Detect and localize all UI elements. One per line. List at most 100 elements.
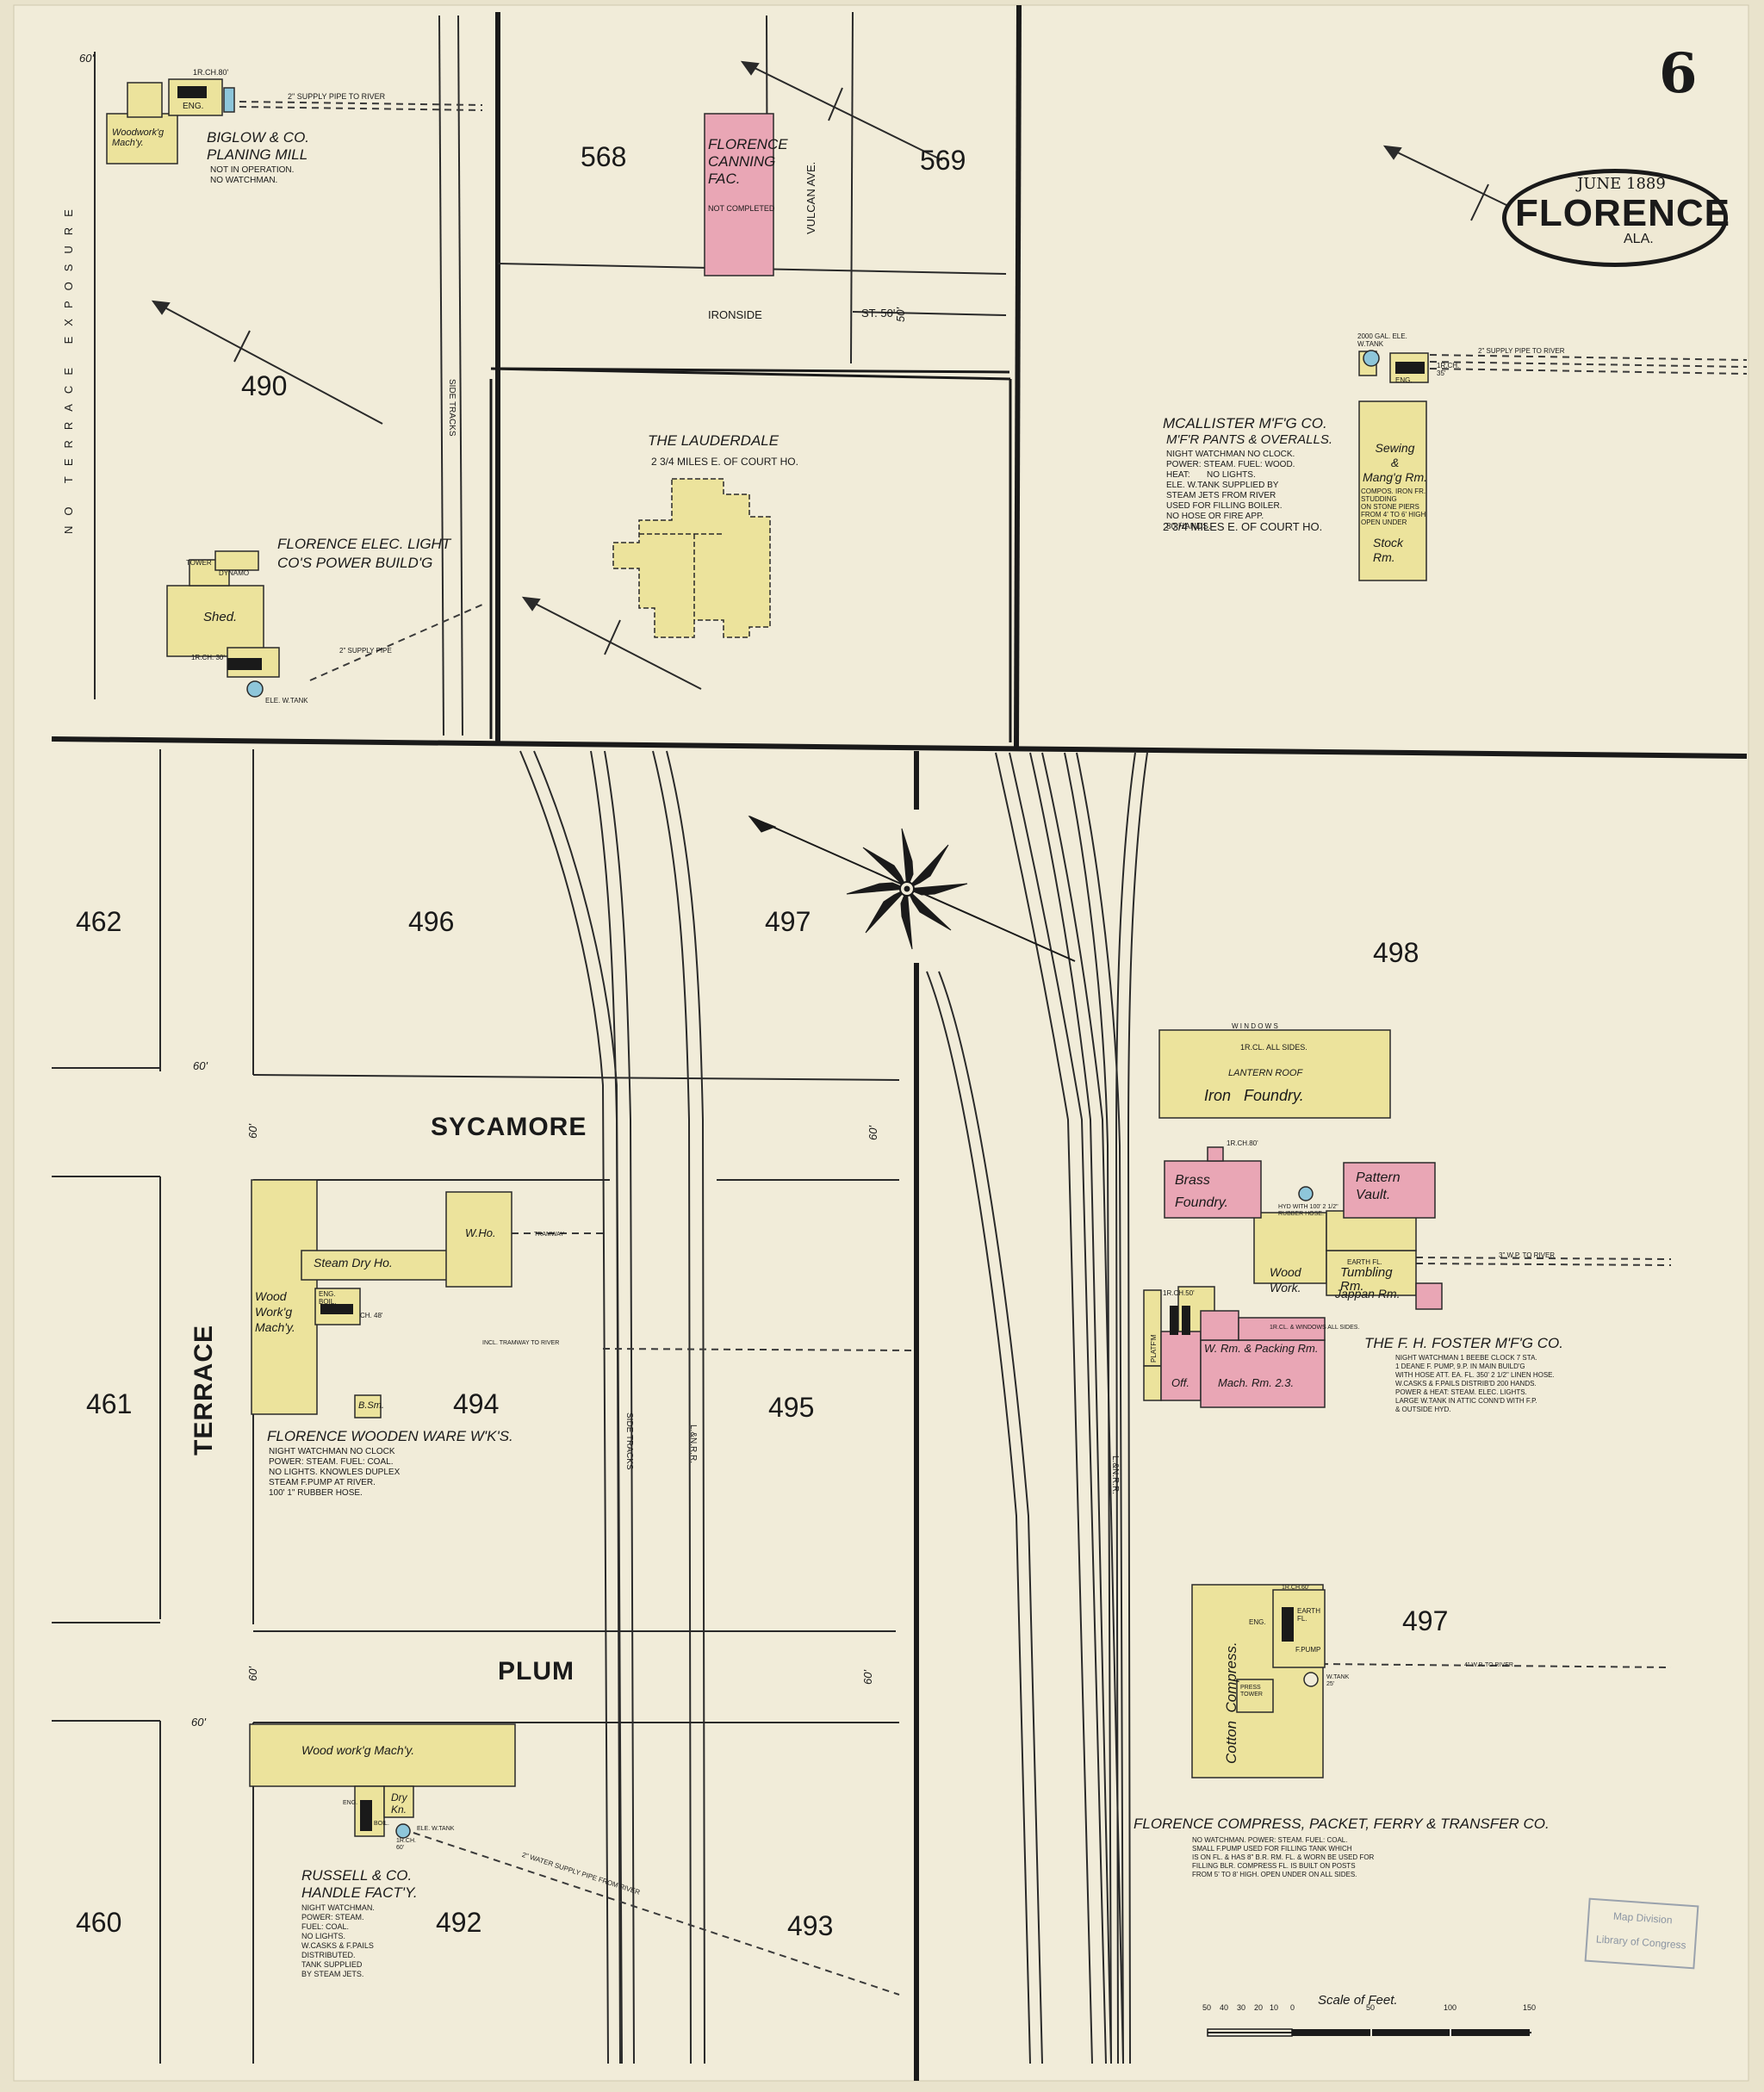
compress-earth: EARTH FL. — [1297, 1607, 1320, 1623]
heavy-dividers — [51, 4, 1748, 2081]
russell-sub: HANDLE FACT'Y. — [301, 1884, 418, 1901]
foster-name: THE F. H. FOSTER M'F'G CO. — [1364, 1335, 1563, 1351]
mcallister-chimney: 1R.CH. 35' — [1437, 362, 1460, 377]
scale-tick: 50 — [1202, 2003, 1212, 2012]
foster-platf: PLATF'M — [1150, 1334, 1158, 1363]
street-width: 50' — [894, 307, 907, 322]
biglow-boiler: 1R.CH.80' — [193, 68, 229, 77]
lauderdale-name: THE LAUDERDALE — [648, 432, 780, 449]
street-width: 60' — [246, 1667, 259, 1681]
foster-chimney2: 1R.CH.50' — [1163, 1289, 1195, 1297]
block-number: 497 — [1402, 1605, 1449, 1636]
compress-fpump: F.PUMP — [1295, 1646, 1321, 1654]
street-width: 60' — [861, 1670, 874, 1685]
street-width: 60' — [866, 1126, 879, 1140]
scale-tick: 20 — [1254, 2003, 1264, 2012]
foster-pipe: 3" W.P. TO RIVER — [1499, 1251, 1556, 1259]
scale-tick: 10 — [1270, 2003, 1279, 2012]
foster-pattern: Pattern Vault. — [1356, 1170, 1401, 1202]
block-number: 462 — [76, 906, 122, 937]
brick-buildings — [704, 113, 1443, 1408]
library-stamp: Map Division Library of Congress — [1584, 1897, 1699, 1970]
street-plum: PLUM — [498, 1657, 575, 1685]
mcallister-stock: Stock Rm. — [1373, 536, 1404, 564]
lauderdale-note: 2 3/4 MILES E. OF COURT HO. — [651, 456, 798, 468]
water-tanks — [223, 87, 1380, 1839]
compress-press-tower: PRESS TOWER — [1240, 1685, 1263, 1698]
city-name: FLORENCE — [1515, 192, 1730, 234]
wooden-ware-note: NIGHT WATCHMAN NO CLOCK POWER: STEAM. FU… — [269, 1447, 401, 1498]
biglow-name: BIGLOW & CO. — [207, 129, 310, 146]
russell-chimney: 1R.CH. 60' — [396, 1838, 416, 1851]
foster-iron-foundry: Iron Foundry. — [1204, 1087, 1304, 1104]
mcallister-boiler-note: COMPOS. IRON FR. STUDDING ON STONE PIERS… — [1361, 487, 1426, 526]
frame-buildings — [106, 78, 1429, 1837]
compress-tank: W.TANK 25' — [1326, 1674, 1350, 1687]
foster-note: NIGHT WATCHMAN 1 BEEBE CLOCK 7 STA. 1 DE… — [1395, 1354, 1555, 1413]
mcallister-pipe: 2" SUPPLY PIPE TO RIVER — [1478, 347, 1565, 355]
block-number: 494 — [453, 1388, 500, 1419]
supply-pipes — [239, 101, 1748, 1996]
foster-lantern: LANTERN ROOF — [1228, 1068, 1303, 1078]
mcallister-tank: 2000 GAL. ELE. W.TANK — [1357, 332, 1407, 348]
russell-woodwork: Wood work'g Mach'y. — [301, 1743, 415, 1757]
block-number: 569 — [920, 145, 966, 176]
russell-eng: ENG. — [343, 1800, 358, 1806]
scale-tick: 100 — [1444, 2003, 1457, 2012]
russell-note: NIGHT WATCHMAN. POWER: STEAM. FUEL: COAL… — [301, 1903, 375, 1978]
compress-cotton: Cotton Compress. — [1223, 1642, 1239, 1764]
block-number: 460 — [76, 1907, 122, 1938]
block-number: 493 — [787, 1910, 834, 1941]
compress-pipe: 4" W.P. TO RIVER — [1464, 1662, 1513, 1668]
block-lines — [489, 367, 1012, 742]
wooden-ware-name: FLORENCE WOODEN WARE W'K'S. — [267, 1428, 513, 1444]
wooden-ware-tramway2: INCL. TRAMWAY TO RIVER — [482, 1340, 560, 1346]
block-number: 568 — [581, 141, 627, 172]
street-sycamore: SYCAMORE — [431, 1113, 587, 1141]
street-width: 60' — [246, 1124, 259, 1139]
side-tracks-label: SIDE TRACKS — [624, 1412, 634, 1470]
compress-name: FLORENCE COMPRESS, PACKET, FERRY & TRANS… — [1134, 1816, 1550, 1832]
biglow-inner: Woodwork'g Mach'y. — [112, 127, 165, 148]
foster-wood-work: Wood Work. — [1270, 1265, 1301, 1294]
foster-earth: EARTH FL. — [1347, 1258, 1382, 1266]
canning-name: FLORENCE CANNING FAC. — [708, 136, 788, 187]
wooden-ware-tramway: TRAMWAY — [534, 1232, 564, 1238]
block-number: 495 — [768, 1392, 815, 1423]
foster-mach: Mach. Rm. 2.3. — [1218, 1376, 1295, 1389]
biglow-sub: PLANING MILL — [207, 146, 308, 163]
wooden-ware-eng: ENG. BOIL. — [319, 1290, 337, 1306]
russell-boil: BOIL. — [374, 1821, 389, 1827]
scale-label: Scale of Feet. — [1318, 1993, 1398, 2008]
russell-tank: ELE. W.TANK — [417, 1826, 455, 1832]
elec-light-tower: TOWER — [186, 559, 212, 567]
foster-brass: Brass Foundry. — [1175, 1173, 1228, 1210]
canning-note: NOT COMPLETED — [708, 204, 775, 213]
street-st: ST. 50' — [861, 307, 896, 320]
scale-tick: 40 — [1220, 2003, 1229, 2012]
elec-light-shed: Shed. — [203, 610, 238, 624]
compress-eng: ENG. — [1249, 1618, 1266, 1626]
compress-chimney: 1R.CH.60' — [1282, 1585, 1310, 1591]
railroad-label: L.&N.R.R. — [688, 1425, 698, 1464]
scale-tick: 50 — [1366, 2003, 1376, 2012]
foster-iron-cl: 1R.CL. ALL SIDES. — [1240, 1043, 1307, 1052]
railroad-label: L.&N.R.R. — [1110, 1456, 1120, 1495]
elec-light-pipe: 2" SUPPLY PIPE — [339, 647, 392, 655]
mcallister-sewing: Sewing & Mang'g Rm. — [1363, 441, 1428, 484]
street-ironside: IRONSIDE — [708, 308, 762, 321]
scale-tick: 150 — [1523, 2003, 1537, 2012]
stamp-line1: Map Division — [1612, 1909, 1674, 1927]
foster-windows-note: 1R.CL. & WINDOWS ALL SIDES. — [1270, 1325, 1360, 1331]
street-width: 60' — [79, 52, 94, 65]
mcallister-eng: ENG. — [1395, 376, 1413, 384]
lauderdale-building — [612, 478, 771, 638]
foster-windows: W I N D O W S — [1232, 1022, 1278, 1030]
elec-light-dynamo: DYNAMO — [219, 569, 250, 577]
wooden-ware-who: W.Ho. — [465, 1226, 496, 1239]
compass-rose — [748, 815, 1076, 962]
sheet-date: JUNE 1889 — [1577, 175, 1666, 193]
biglow-note: NOT IN OPERATION. NO WATCHMAN. — [210, 165, 295, 185]
wooden-ware-bsm: B.Sm. — [358, 1400, 384, 1411]
scale-tick: 30 — [1237, 2003, 1246, 2012]
